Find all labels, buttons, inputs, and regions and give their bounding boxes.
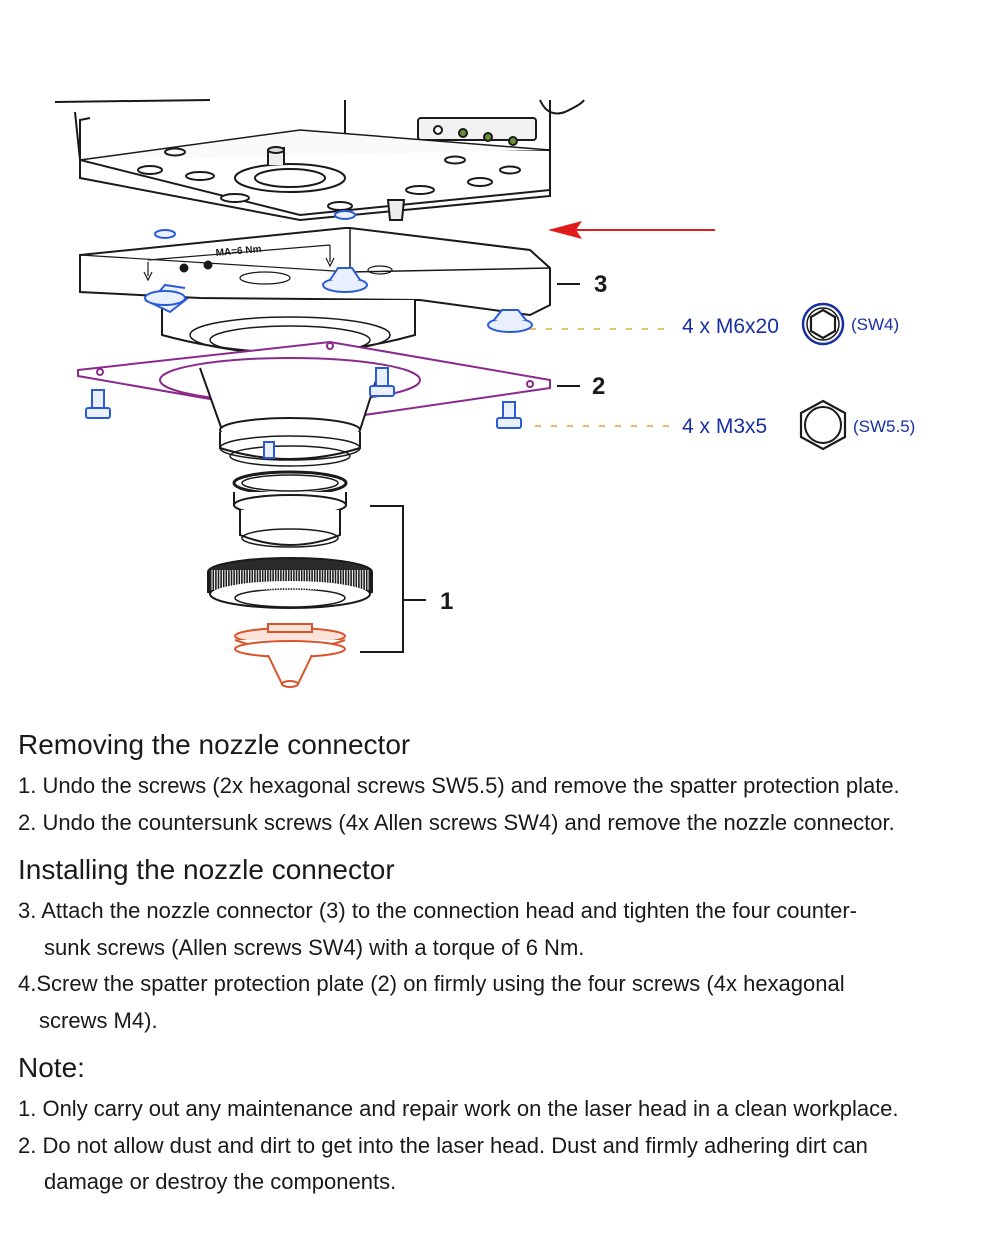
list-item: 1. Undo the screws (2x hexagonal screws … bbox=[18, 773, 900, 798]
list-item: 4.Screw the spatter protection plate (2)… bbox=[18, 971, 845, 1033]
exploded-assembly-diagram: MA=6 Nm bbox=[54, 99, 915, 688]
section-title-installing: Installing the nozzle connector bbox=[18, 854, 395, 885]
section-title-note: Note: bbox=[18, 1052, 85, 1083]
plate-screws bbox=[85, 367, 522, 459]
leader-lines bbox=[360, 283, 580, 653]
nozzle-tip bbox=[234, 623, 346, 688]
connection-head bbox=[54, 99, 585, 222]
section-removing: Removing the nozzle connector 1. Undo th… bbox=[0, 722, 1000, 841]
tool-label-sw5-5: (SW5.5) bbox=[853, 417, 915, 436]
part-label-1: 1 bbox=[440, 588, 453, 615]
list-item: 2. Undo the countersunk screws (4x Allen… bbox=[18, 809, 895, 835]
section-title-removing: Removing the nozzle connector bbox=[18, 729, 411, 760]
section-installing: Installing the nozzle connector 3. Attac… bbox=[0, 847, 1000, 1039]
countersunk-screws bbox=[144, 210, 533, 333]
list-item: 3. Attach the nozzle connector (3) to th… bbox=[18, 898, 857, 960]
torque-label: MA=6 Nm bbox=[215, 244, 262, 259]
tool-label-sw4: (SW4) bbox=[851, 315, 899, 334]
nozzle-connector-part-3 bbox=[79, 227, 551, 355]
screw-spec-m3x5: 4 x M3x5 bbox=[682, 415, 767, 438]
section-note: Note: 1. Only carry out any maintenance … bbox=[0, 1045, 1000, 1201]
nozzle-assembly-part-1 bbox=[207, 470, 373, 609]
part-label-3: 3 bbox=[594, 271, 607, 298]
instructions-text: Removing the nozzle connector 1. Undo th… bbox=[0, 722, 1000, 1207]
hex-socket-icon bbox=[801, 302, 845, 346]
hex-nut-icon bbox=[799, 399, 847, 451]
nozzle-body bbox=[199, 367, 381, 467]
part-label-2: 2 bbox=[592, 373, 605, 400]
insertion-arrow bbox=[548, 221, 715, 239]
callout-dashes bbox=[530, 328, 672, 427]
knurl-lines bbox=[211, 570, 369, 590]
list-item: 2. Do not allow dust and dirt to get int… bbox=[18, 1132, 868, 1195]
list-item: 1. Only carry out any maintenance and re… bbox=[18, 1096, 899, 1121]
screw-spec-m6x20: 4 x M6x20 bbox=[682, 315, 779, 338]
